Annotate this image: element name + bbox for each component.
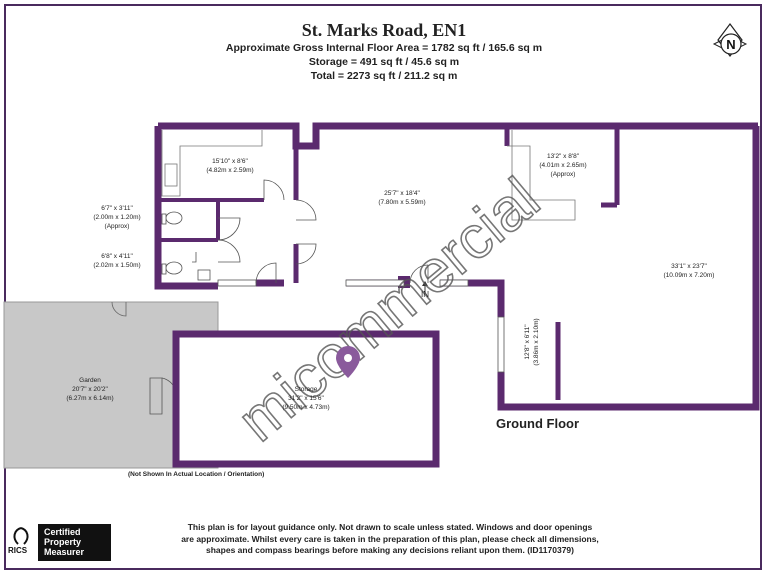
property-title: St. Marks Road, EN1	[301, 20, 467, 40]
kitchen-dims: 15'10" x 8'6"	[212, 158, 248, 165]
storage-walls	[172, 330, 440, 468]
storage-area-text: Storage = 491 sq ft / 45.6 sq m	[308, 56, 460, 68]
large-room-dims: 33'1" x 23'7"	[671, 263, 707, 270]
disclaimer-line: This plan is for layout guidance only. N…	[187, 522, 593, 532]
basin-icon	[192, 252, 197, 263]
rics-logo-icon	[13, 527, 29, 545]
rics-label: RICS	[8, 546, 28, 555]
entrance-label: IN	[421, 290, 429, 299]
garden-metric: (6.27m x 6.14m)	[66, 395, 113, 402]
wc1-dims: 6'7" x 3'11"	[101, 205, 133, 212]
garden-name: Garden	[79, 377, 101, 384]
storage-metric: (9.50m x 4.73m)	[282, 404, 329, 411]
wc2-metric: (2.02m x 1.50m)	[93, 262, 140, 269]
wc1-metric: (2.00m x 1.20m)	[93, 214, 140, 221]
side-room-metric: (3.86m x 2.10m)	[533, 318, 540, 365]
badge-line: Certified	[44, 527, 81, 537]
floor-label: Ground Floor	[496, 416, 579, 431]
garden-dims: 20'7" x 20'2"	[72, 386, 108, 393]
compass-north-icon: N	[712, 23, 748, 57]
side-room-dims: 12'8" x 6'11"	[524, 324, 531, 360]
entrance-arrow-icon	[422, 281, 428, 292]
compass-letter: N	[726, 37, 735, 52]
page-border	[4, 4, 762, 570]
badge-line: Measurer	[44, 547, 85, 557]
orientation-note: (Not Shown In Actual Location / Orientat…	[128, 471, 265, 478]
kitchen-counter	[161, 130, 263, 197]
storage-dims: 31'2" x 15'6"	[288, 395, 324, 402]
garden-gate-icon	[111, 301, 127, 317]
wc2-dims: 6'8" x 4'11"	[101, 253, 133, 260]
gross-area-text: Approximate Gross Internal Floor Area = …	[225, 42, 543, 54]
total-area-text: Total = 2273 sq ft / 211.2 sq m	[310, 70, 458, 82]
badge-line: Property	[44, 537, 82, 547]
office-counter	[507, 130, 576, 221]
main-room-metric: (7.80m x 5.59m)	[378, 199, 425, 206]
large-room-metric: (10.09m x 7.20m)	[664, 272, 715, 279]
disclaimer: This plan is for layout guidance only. N…	[170, 522, 610, 557]
certified-measurer-badge: Certified Property Measurer	[38, 524, 111, 561]
office-metric: (4.01m x 2.65m)	[539, 162, 586, 169]
office-note: (Approx)	[551, 171, 576, 178]
toilet-icon	[161, 211, 211, 281]
storage-name: Storage	[295, 386, 318, 393]
office-dims: 13'2" x 8'8"	[547, 153, 580, 160]
disclaimer-line: shapes and compass bearings before makin…	[206, 545, 574, 555]
disclaimer-line: are approximate. Whilst every care is ta…	[181, 533, 599, 544]
kitchen-metric: (4.82m x 2.59m)	[206, 167, 253, 174]
wc1-note: (Approx)	[105, 223, 130, 230]
main-room-dims: 25'7" x 18'4"	[384, 190, 420, 197]
door-swings	[149, 179, 429, 415]
